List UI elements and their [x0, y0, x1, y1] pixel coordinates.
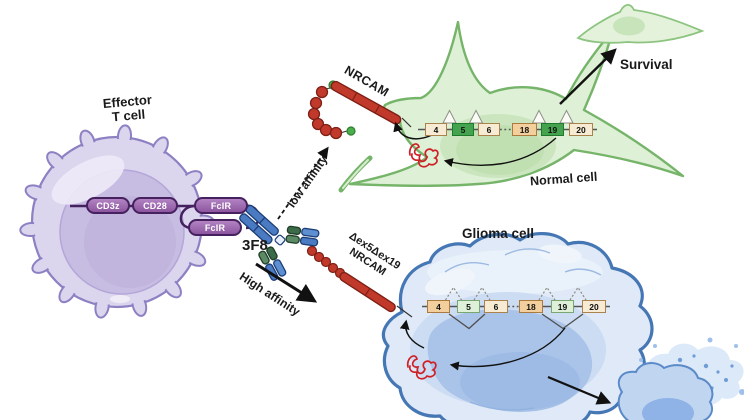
exon-box-normal-19: 19	[541, 123, 564, 136]
exon-box-glioma-20: 20	[582, 300, 606, 313]
exon-box-normal-6: 6	[478, 123, 500, 136]
exon-box-normal-4: 4	[425, 123, 447, 136]
dying-cell	[617, 337, 744, 420]
fcir-receptor-bottom: FcIR	[188, 219, 242, 236]
kill-arrow	[547, 375, 612, 405]
translation-arrow-glioma	[399, 319, 425, 349]
exon-box-glioma-18: 18	[519, 300, 543, 313]
translation-arrow-normal	[393, 121, 433, 140]
glioma-cell	[381, 232, 654, 420]
delta-nrcam-protein-icon	[306, 245, 413, 318]
exon-box-glioma-5: 5	[457, 300, 480, 313]
t-cell	[19, 124, 215, 319]
fcir-receptor-top: FcIR	[194, 197, 248, 214]
exon-box-normal-5: 5	[452, 123, 474, 136]
mrna-squiggle-normal-icon	[408, 143, 439, 168]
effector-line2: T cell	[111, 106, 146, 125]
exon-box-glioma-6: 6	[484, 300, 508, 313]
survival-cell	[576, 4, 705, 44]
cd3z-receptor: CD3z	[86, 197, 130, 214]
exon-box-glioma-19: 19	[551, 300, 574, 313]
exon-box-normal-20: 20	[569, 123, 593, 136]
mrna-squiggle-glioma-icon	[406, 355, 437, 380]
nrcam-protein-icon	[307, 80, 412, 140]
normal-cell	[338, 20, 685, 193]
antibody-3f8-label: 3F8	[242, 237, 268, 254]
antibody-3f8-icon	[239, 204, 320, 281]
low-affinity-arrow	[277, 146, 329, 220]
cd28-receptor: CD28	[132, 197, 178, 214]
exon-box-normal-18: 18	[512, 123, 537, 136]
exon-box-glioma-4: 4	[427, 300, 450, 313]
survival-label: Survival	[620, 57, 673, 72]
glioma-cell-label: Glioma cell	[462, 226, 535, 241]
high-affinity-arrow	[255, 262, 318, 303]
export-arrow-normal	[443, 137, 557, 167]
survival-arrow	[559, 48, 617, 105]
export-arrow-glioma	[449, 327, 566, 371]
